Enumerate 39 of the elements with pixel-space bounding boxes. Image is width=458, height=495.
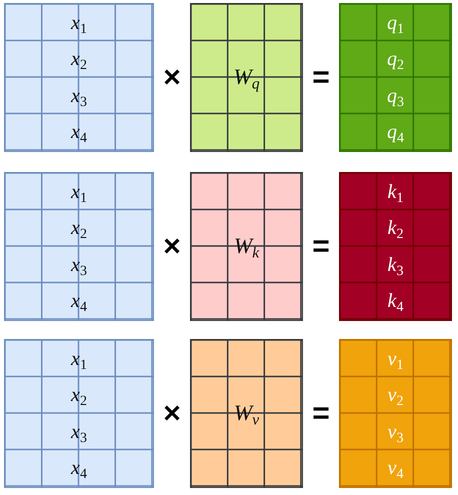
vector-label: x$_{2}$ <box>70 48 88 74</box>
output-matrix <box>339 3 452 152</box>
vector-label: q$_{1}$ <box>386 12 405 38</box>
equals-operator: = <box>312 398 330 428</box>
vector-label: k$_{1}$ <box>386 180 404 207</box>
equals-operator: = <box>312 62 330 92</box>
input-matrix <box>4 339 154 488</box>
vector-label: x$_{4}$ <box>70 457 88 484</box>
vector-label: q$_{2}$ <box>386 48 405 74</box>
vector-label: v$_{1}$ <box>386 348 404 374</box>
multiply-operator: × <box>163 62 181 92</box>
input-matrix <box>4 172 154 321</box>
vector-label: q$_{3}$ <box>386 84 405 111</box>
vector-label: v$_{2}$ <box>386 384 404 410</box>
vector-label: k$_{4}$ <box>386 290 404 316</box>
vector-label: v$_{4}$ <box>386 457 404 484</box>
vector-label: x$_{2}$ <box>70 217 88 244</box>
output-matrix <box>339 339 452 488</box>
weight-matrix <box>190 339 303 488</box>
input-matrix <box>4 3 154 152</box>
vector-label: x$_{3}$ <box>70 254 88 280</box>
vector-label: k$_{3}$ <box>386 254 404 280</box>
weight-matrix <box>190 3 303 152</box>
vector-label: v$_{3}$ <box>386 420 404 447</box>
vector-label: x$_{4}$ <box>70 290 88 316</box>
vector-label: x$_{3}$ <box>70 84 88 111</box>
vector-label: k$_{2}$ <box>386 217 404 244</box>
vector-label: x$_{1}$ <box>70 12 88 38</box>
multiply-operator: × <box>163 398 181 428</box>
vector-label: x$_{3}$ <box>70 420 88 447</box>
vector-label: x$_{4}$ <box>70 121 88 148</box>
output-matrix <box>339 172 452 321</box>
vector-label: x$_{1}$ <box>70 348 88 374</box>
equals-operator: = <box>312 232 330 262</box>
vector-label: x$_{2}$ <box>70 384 88 410</box>
vector-label: q$_{4}$ <box>386 121 405 148</box>
vector-label: x$_{1}$ <box>70 180 88 207</box>
weight-matrix <box>190 172 303 321</box>
multiply-operator: × <box>163 232 181 262</box>
